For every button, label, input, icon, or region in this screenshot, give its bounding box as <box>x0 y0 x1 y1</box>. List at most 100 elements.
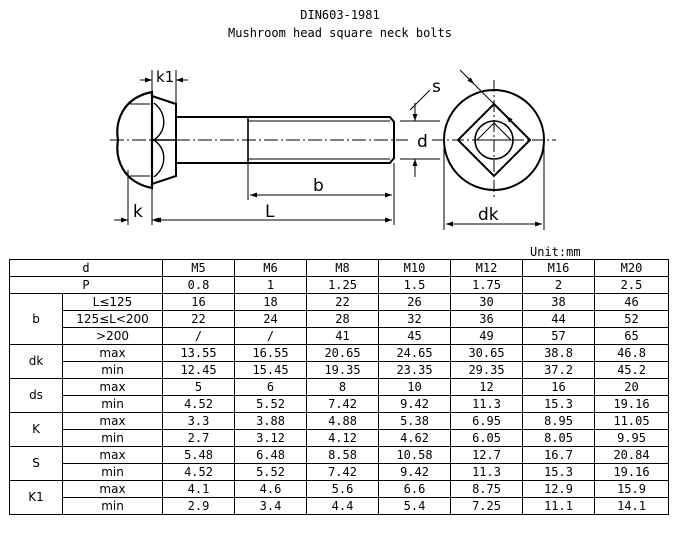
table-cell: 16 <box>162 293 236 311</box>
table-cell: 6.05 <box>450 429 524 447</box>
table-cell: 38.8 <box>522 344 596 362</box>
table-cell: 7.42 <box>306 395 380 413</box>
table-cell: 4.6 <box>234 480 308 498</box>
header-cell-size: M12 <box>450 259 524 277</box>
table-cell: 3.3 <box>162 412 236 430</box>
header-cell-size: M10 <box>378 259 452 277</box>
table-cell: 3.88 <box>234 412 308 430</box>
header-cell-size: M16 <box>522 259 596 277</box>
table-cell: 11.1 <box>522 497 596 515</box>
row-group-label: b <box>9 293 63 345</box>
table-cell: 9.42 <box>378 395 452 413</box>
document-subtitle: Mushroom head square neck bolts <box>228 26 452 40</box>
table-cell: 41 <box>306 327 380 345</box>
table-cell: 44 <box>522 310 596 328</box>
table-cell: 16.55 <box>234 344 308 362</box>
row-sub-label: max <box>61 344 164 362</box>
table-cell: 5.6 <box>306 480 380 498</box>
table-cell: 15.45 <box>234 361 308 379</box>
table-cell: 5 <box>162 378 236 396</box>
table-cell: 20.65 <box>306 344 380 362</box>
bolt-side-view <box>110 90 408 190</box>
table-cell: 8.05 <box>522 429 596 447</box>
table-cell: 32 <box>378 310 452 328</box>
table-cell: 23.35 <box>378 361 452 379</box>
table-cell: 5.52 <box>234 395 308 413</box>
table-cell: 49 <box>450 327 524 345</box>
row-group-label: dk <box>9 344 63 379</box>
table-cell: 4.52 <box>162 463 236 481</box>
table-cell: 6.6 <box>378 480 452 498</box>
table-cell: 6.48 <box>234 446 308 464</box>
table-cell: 46.8 <box>594 344 670 362</box>
label-k: k <box>133 202 143 222</box>
label-dk: dk <box>478 205 499 225</box>
table-cell: 46 <box>594 293 670 311</box>
table-cell: 22 <box>306 293 380 311</box>
table-cell: 5.48 <box>162 446 236 464</box>
table-cell: 10 <box>378 378 452 396</box>
bolt-end-view <box>432 80 556 200</box>
document-title: DIN603-1981 <box>300 8 380 22</box>
table-cell: 1.25 <box>306 276 380 294</box>
table-cell: 45.2 <box>594 361 670 379</box>
table-cell: 57 <box>522 327 596 345</box>
row-sub-label: >200 <box>61 327 164 345</box>
table-cell: 2 <box>522 276 596 294</box>
table-cell: 5.4 <box>378 497 452 515</box>
table-cell: 24.65 <box>378 344 452 362</box>
table-cell: 24 <box>234 310 308 328</box>
table-cell: 3.12 <box>234 429 308 447</box>
row-sub-label: min <box>61 429 164 447</box>
table-cell: 37.2 <box>522 361 596 379</box>
header-cell-size: M6 <box>234 259 308 277</box>
row-sub-label: max <box>61 412 164 430</box>
table-cell: 12 <box>450 378 524 396</box>
row-group-label: S <box>9 446 63 481</box>
table-cell: 2.5 <box>594 276 670 294</box>
table-cell: 11.05 <box>594 412 670 430</box>
row-group-label: K <box>9 412 63 447</box>
header-cell-size: M20 <box>594 259 670 277</box>
table-cell: 10.58 <box>378 446 452 464</box>
table-cell: 20 <box>594 378 670 396</box>
table-cell: 30.65 <box>450 344 524 362</box>
header-cell-size: M5 <box>162 259 236 277</box>
table-cell: 4.12 <box>306 429 380 447</box>
table-cell: 12.7 <box>450 446 524 464</box>
table-cell: 15.3 <box>522 463 596 481</box>
table-cell: 1.5 <box>378 276 452 294</box>
table-cell: 1 <box>234 276 308 294</box>
table-cell: 29.35 <box>450 361 524 379</box>
table-cell: 4.52 <box>162 395 236 413</box>
table-cell: 11.3 <box>450 395 524 413</box>
table-cell: 16 <box>522 378 596 396</box>
table-cell: 38 <box>522 293 596 311</box>
table-cell: 18 <box>234 293 308 311</box>
label-s: s <box>432 77 441 97</box>
row-group-label: K1 <box>9 480 63 515</box>
table-cell: 19.16 <box>594 395 670 413</box>
end-view-dimensions <box>400 69 545 230</box>
table-cell: 15.3 <box>522 395 596 413</box>
table-cell: 22 <box>162 310 236 328</box>
table-cell: 8 <box>306 378 380 396</box>
table-cell: 14.1 <box>594 497 670 515</box>
table-cell: 8.75 <box>450 480 524 498</box>
row-sub-label: min <box>61 497 164 515</box>
header-cell-size: M8 <box>306 259 380 277</box>
table-cell: 12.45 <box>162 361 236 379</box>
table-cell: 45 <box>378 327 452 345</box>
table-cell: 7.25 <box>450 497 524 515</box>
table-cell: 26 <box>378 293 452 311</box>
